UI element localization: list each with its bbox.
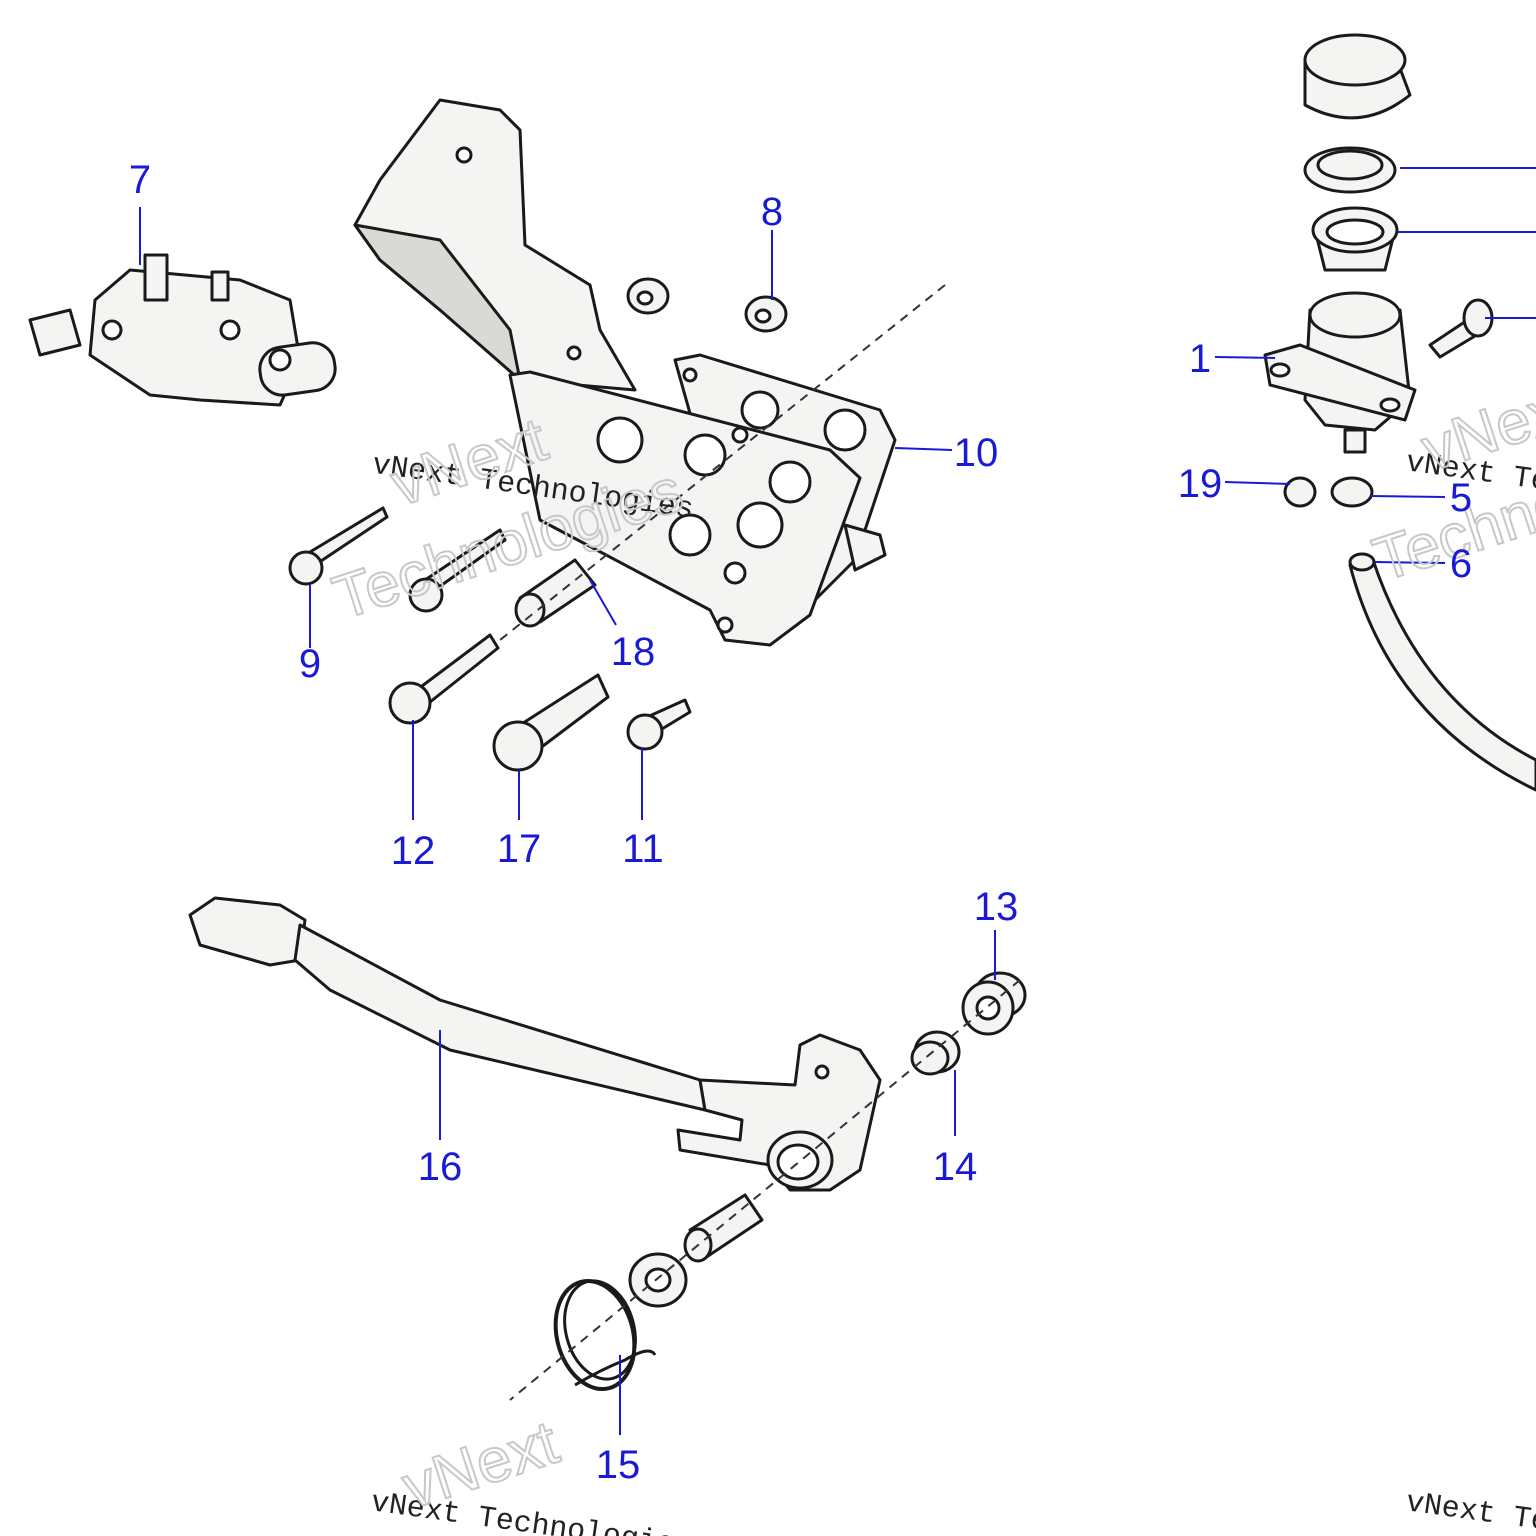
reservoir-diaphragm — [1303, 146, 1397, 194]
part-18-spacer — [514, 558, 597, 628]
callout-16: 16 — [418, 1145, 463, 1189]
reservoir-seal — [1311, 206, 1399, 272]
reservoir-cap — [1303, 33, 1412, 120]
part-7-master-cylinder — [28, 253, 337, 407]
callout-11: 11 — [622, 827, 664, 871]
callout-6: 6 — [1450, 542, 1472, 586]
reservoir-bolt — [1428, 298, 1494, 359]
callout-15: 15 — [596, 1443, 641, 1487]
watermark-bottom-right: vNext Technologies — [1404, 1486, 1536, 1536]
leader-lines — [139, 167, 1536, 1435]
part-19-nut — [1283, 476, 1317, 508]
part-16-brake-pedal — [188, 896, 882, 1192]
part-14-bushing — [910, 1030, 961, 1076]
lower-bushing — [628, 1252, 688, 1308]
part-10-bracket — [353, 98, 897, 647]
part-5-clamp — [1330, 476, 1374, 508]
part-11-bolt — [626, 698, 692, 751]
watermark-line-bottom-right: vNext Technologies — [1404, 1486, 1536, 1536]
callout-5: 5 — [1450, 476, 1472, 520]
callout-8: 8 — [761, 190, 783, 234]
callout-7: 7 — [129, 158, 151, 202]
part-17-bolt — [492, 673, 610, 772]
callout-17: 17 — [497, 827, 542, 871]
callout-13: 13 — [974, 885, 1019, 929]
callout-18: 18 — [611, 630, 656, 674]
part-8-grommets — [626, 277, 788, 333]
callout-1: 1 — [1189, 337, 1211, 381]
part-13-bushing — [961, 971, 1027, 1036]
callout-14: 14 — [933, 1145, 978, 1189]
assembly-axes — [499, 284, 1021, 1401]
callout-12: 12 — [391, 829, 436, 873]
lower-sleeve — [683, 1193, 764, 1263]
part-15-spring — [553, 1278, 657, 1392]
part-12-bolt — [388, 633, 500, 725]
part-9-bolts — [288, 506, 507, 613]
callout-9: 9 — [299, 642, 321, 686]
callout-10: 10 — [954, 431, 999, 475]
callout-labels: 7 8 10 9 18 12 17 11 13 14 16 15 1 19 5 … — [129, 158, 1472, 1487]
part-1-reservoir-body — [1263, 291, 1417, 454]
callout-19: 19 — [1178, 462, 1223, 506]
part-6-hose — [1348, 552, 1536, 792]
